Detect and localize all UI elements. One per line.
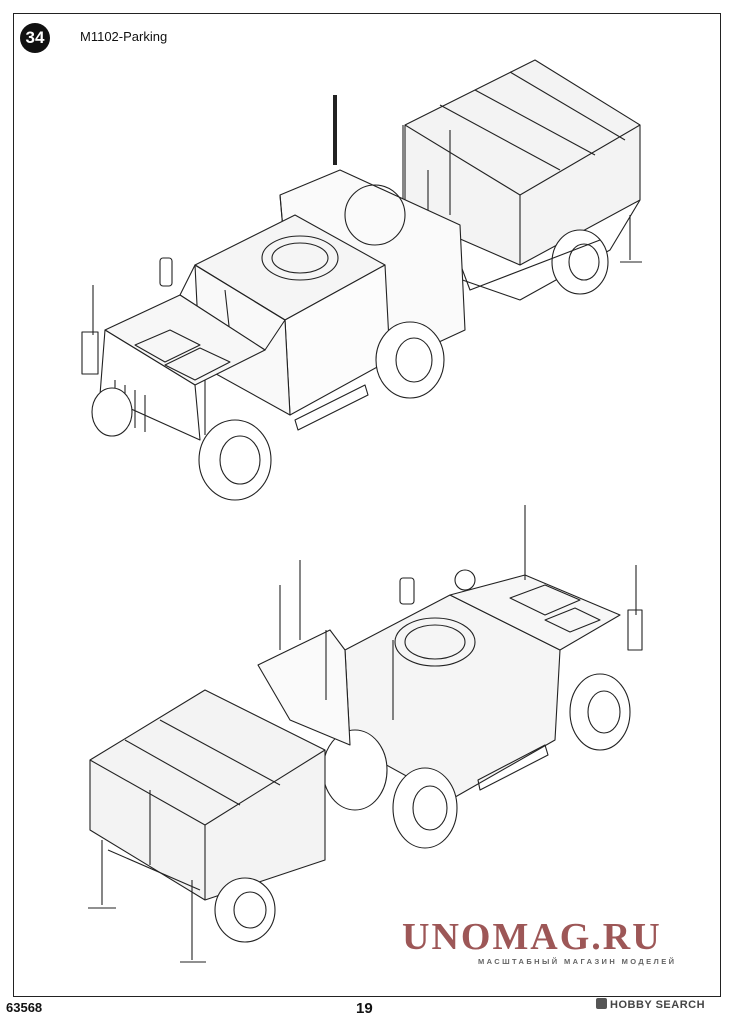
- page-number: 19: [356, 1000, 373, 1017]
- product-code: 63568: [6, 1000, 43, 1015]
- source-mark-label: HOBBY SEARCH: [610, 999, 706, 1011]
- step-title: M1102-Parking: [80, 29, 168, 44]
- hobby-search-icon: [596, 998, 607, 1009]
- vehicle-top-illustration: [81, 59, 642, 501]
- watermark-brand: UNOMAG.RU: [402, 916, 662, 958]
- vehicle-bottom-illustration: [88, 505, 643, 963]
- source-mark: HOBBY SEARCH: [596, 998, 705, 1011]
- step-number: 34: [25, 28, 45, 47]
- step-number-badge: 34: [20, 23, 50, 53]
- page-frame: [13, 13, 721, 997]
- watermark-tagline: МАСШТАБНЫЙ МАГАЗИН МОДЕЛЕЙ: [478, 957, 677, 966]
